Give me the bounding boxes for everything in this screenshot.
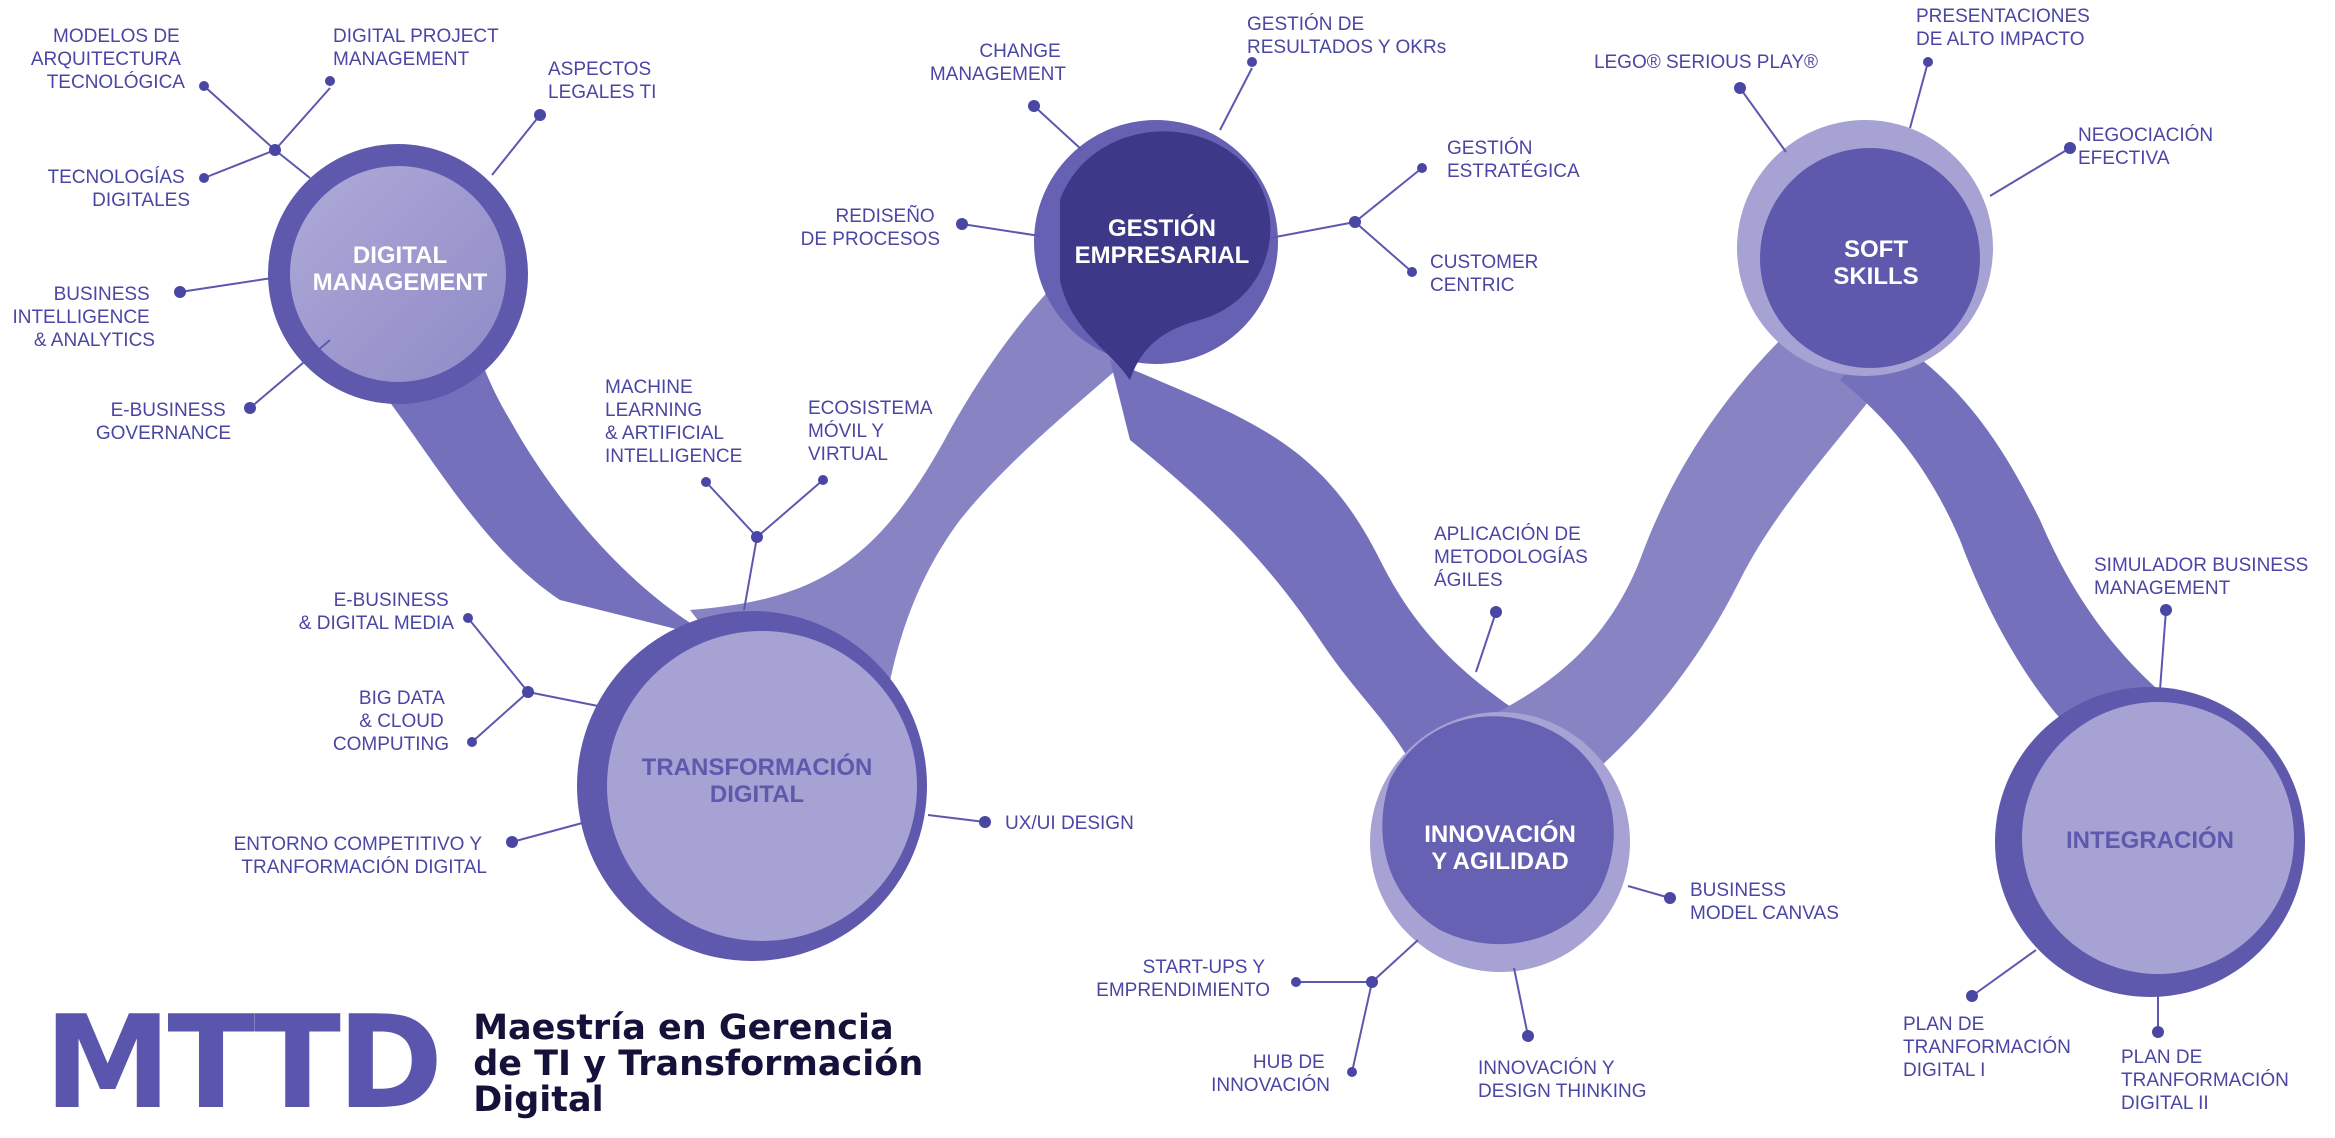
node-transformacion-digital: TRANSFORMACIÓN DIGITAL bbox=[577, 611, 927, 961]
ribbon-innovacion-to-soft bbox=[1440, 330, 1900, 800]
topic-change-management: CHANGE MANAGEMENT bbox=[930, 41, 1067, 85]
node-title-line2: EMPRESARIAL bbox=[1075, 242, 1250, 269]
topic-labels: MODELOS DE ARQUITECTURA TECNOLÓGICA DIGI… bbox=[12, 6, 2314, 1114]
node-title-line1: DIGITAL bbox=[353, 242, 447, 269]
topic-ebusiness-governance: E-BUSINESS GOVERNANCE bbox=[96, 400, 231, 444]
node-core bbox=[1060, 131, 1271, 380]
node-title-line2: DIGITAL bbox=[710, 781, 804, 808]
topic-customer-centric: CUSTOMER CENTRIC bbox=[1430, 252, 1544, 296]
topic-presentaciones: PRESENTACIONES DE ALTO IMPACTO bbox=[1916, 6, 2095, 50]
node-title-line2: Y AGILIDAD bbox=[1431, 848, 1568, 875]
node-title-line2: MANAGEMENT bbox=[313, 269, 488, 296]
node-title-line1: GESTIÓN bbox=[1108, 214, 1216, 242]
node-soft-skills: SOFT SKILLS bbox=[1737, 120, 1993, 376]
topic-gestion-resultados: GESTIÓN DE RESULTADOS Y OKRs bbox=[1247, 13, 1446, 58]
topic-plan-transformacion-1: PLAN DE TRANFORMACIÓN DIGITAL I bbox=[1903, 1014, 2076, 1081]
topic-hub-innovacion: HUB DE INNOVACIÓN bbox=[1211, 1052, 1330, 1096]
topic-big-data: BIG DATA & CLOUD COMPUTING bbox=[333, 688, 449, 755]
topic-aplicacion-metodologias: APLICACIÓN DE METODOLOGÍAS ÁGILES bbox=[1434, 523, 1593, 591]
topic-plan-transformacion-2: PLAN DE TRANFORMACIÓN DIGITAL II bbox=[2121, 1047, 2294, 1114]
topic-digital-project-management: DIGITAL PROJECT MANAGEMENT bbox=[333, 26, 504, 70]
topic-business-intelligence: BUSINESS INTELLIGENCE & ANALYTICS bbox=[12, 284, 155, 351]
topic-machine-learning: MACHINE LEARNING & ARTIFICIAL INTELLIGEN… bbox=[605, 377, 742, 467]
topic-tecnologias-digitales: TECNOLOGÍAS DIGITALES bbox=[47, 167, 190, 211]
topic-simulador-business: SIMULADOR BUSINESS MANAGEMENT bbox=[2094, 555, 2314, 599]
curriculum-diagram: DIGITAL MANAGEMENT TRANSFORMACIÓN DIGITA… bbox=[12, 6, 2314, 1114]
node-digital-management: DIGITAL MANAGEMENT bbox=[268, 144, 528, 404]
program-logo: MTTD Maestría en Gerencia de TI y Transf… bbox=[44, 1000, 923, 1128]
topic-ecosistema-movil: ECOSISTEMA MÓVIL Y VIRTUAL bbox=[808, 398, 937, 465]
ribbon-soft-to-integracion bbox=[1840, 330, 2170, 740]
program-name-line3: Digital bbox=[473, 1080, 604, 1120]
topic-ebusiness-digital-media: E-BUSINESS & DIGITAL MEDIA bbox=[299, 590, 455, 634]
topic-lego-serious-play: LEGO® SERIOUS PLAY® bbox=[1594, 52, 1818, 73]
node-title-line1: INTEGRACIÓN bbox=[2066, 826, 2234, 854]
program-name: Maestría en Gerencia de TI y Transformac… bbox=[473, 1010, 923, 1118]
topic-dots bbox=[174, 57, 2172, 1077]
logo-mark: MTTD bbox=[44, 989, 443, 1138]
node-title-line2: SKILLS bbox=[1833, 263, 1918, 290]
node-gestion-empresarial: GESTIÓN EMPRESARIAL bbox=[1034, 120, 1278, 380]
topic-innovacion-design-thinking: INNOVACIÓN Y DESIGN THINKING bbox=[1478, 1057, 1647, 1102]
node-title-line1: INNOVACIÓN bbox=[1424, 820, 1576, 848]
program-name-line1: Maestría en Gerencia bbox=[473, 1008, 894, 1048]
topic-ux-ui-design: UX/UI DESIGN bbox=[1005, 813, 1134, 834]
topic-entorno-competitivo: ENTORNO COMPETITIVO Y TRANFORMACIÓN DIGI… bbox=[234, 834, 487, 878]
node-title-line1: SOFT bbox=[1844, 236, 1908, 263]
ribbon-gestion-to-innovacion bbox=[1110, 360, 1530, 780]
topic-gestion-estrategica: GESTIÓN ESTRATÉGICA bbox=[1447, 137, 1580, 182]
topic-modelos-arquitectura: MODELOS DE ARQUITECTURA TECNOLÓGICA bbox=[31, 26, 185, 93]
topic-negociacion: NEGOCIACIÓN EFECTIVA bbox=[2078, 124, 2218, 169]
node-title-line1: TRANSFORMACIÓN bbox=[642, 753, 873, 781]
topic-aspectos-legales: ASPECTOS LEGALES TI bbox=[548, 59, 656, 103]
topic-business-model-canvas: BUSINESS MODEL CANVAS bbox=[1690, 880, 1839, 924]
program-name-line2: de TI y Transformación bbox=[473, 1044, 924, 1084]
topic-rediseno-procesos: REDISEÑO DE PROCESOS bbox=[801, 205, 940, 250]
node-integracion: INTEGRACIÓN bbox=[1995, 687, 2305, 997]
node-core bbox=[1382, 716, 1614, 945]
node-innovacion-agilidad: INNOVACIÓN Y AGILIDAD bbox=[1370, 712, 1630, 972]
topic-startups: START-UPS Y EMPRENDIMIENTO bbox=[1096, 957, 1270, 1001]
